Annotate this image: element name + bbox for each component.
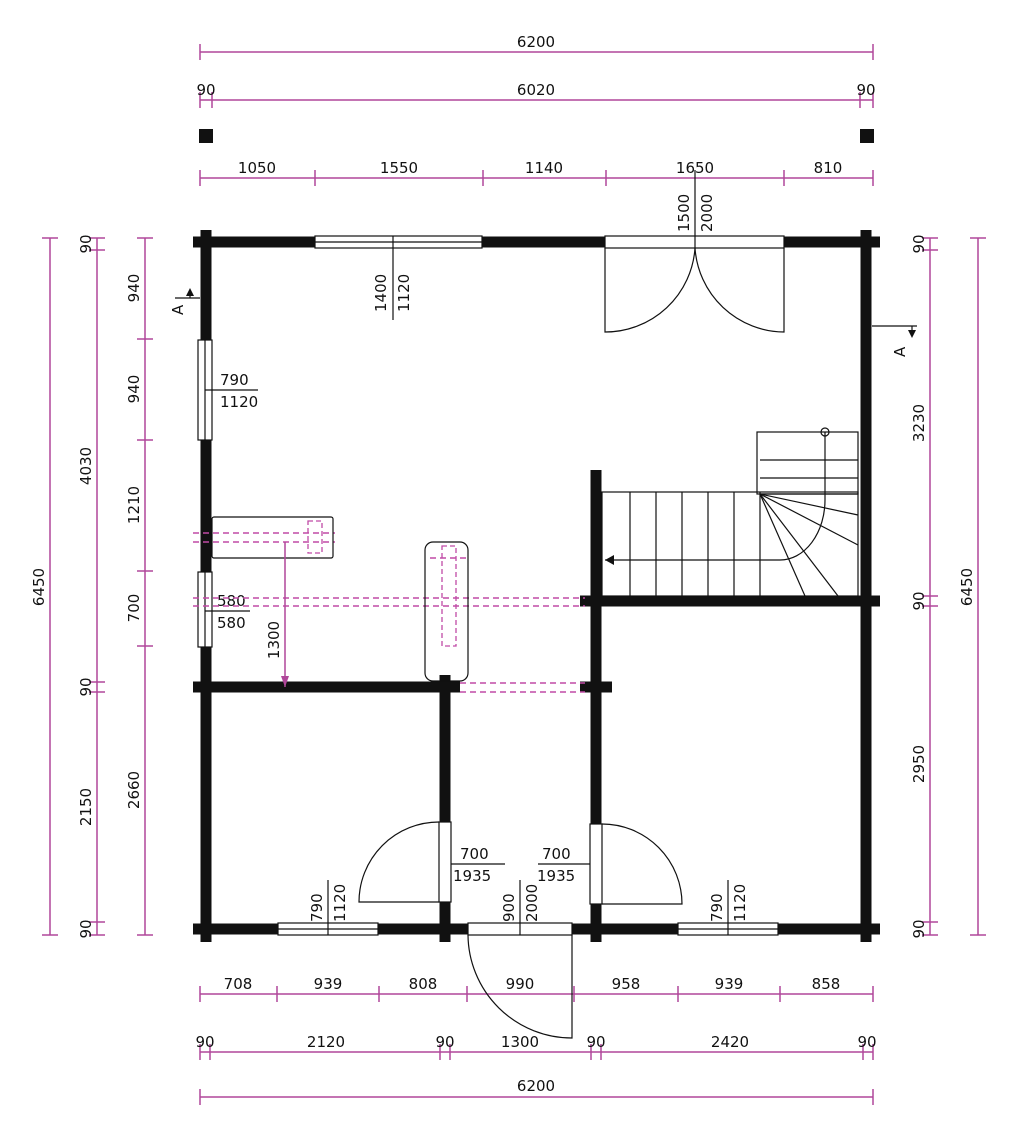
- dim-bottom-room: 2420: [711, 1033, 749, 1051]
- beam-post-center: [441, 545, 457, 647]
- top-dimensions: 6200 90 6020 90 1050 1550 1140 1650 810: [196, 33, 876, 186]
- stair-outline-lower: [601, 491, 859, 597]
- stair-outline-upper: [756, 431, 859, 495]
- door-bath-left: [438, 821, 452, 903]
- dim-top-overall: 6200: [517, 33, 555, 51]
- section-label-left: A: [169, 304, 187, 315]
- section-marks: A A: [169, 288, 917, 357]
- dim-right-mid: 2950: [910, 745, 928, 783]
- door-top-h: 2000: [698, 194, 716, 232]
- window-bottom-right-h: 1120: [731, 884, 749, 922]
- corner-post-left: [199, 129, 213, 143]
- window-top-w: 1400: [372, 274, 390, 312]
- upper-beams: 1300: [193, 516, 585, 693]
- dim-bottom-room: 2120: [307, 1033, 345, 1051]
- door-bath-left-h: 1935: [453, 867, 491, 885]
- stair-newel: [820, 427, 830, 437]
- window-left-2-w: 580: [217, 592, 246, 610]
- chimney-block: [424, 541, 469, 682]
- door-bath-right-swing: [601, 823, 683, 905]
- window-left-2-h: 580: [217, 614, 246, 632]
- dim-top-inner: 6020: [517, 81, 555, 99]
- window-bottom-left-w: 790: [308, 893, 326, 922]
- stair-handrail: [760, 432, 826, 561]
- window-top-h: 1120: [395, 274, 413, 312]
- bottom-dimensions: 708 939 808 990 958 939 858 90 2120 90 1…: [195, 975, 877, 1105]
- door-bath-right: [589, 823, 603, 905]
- dim-left-inner: 940: [125, 274, 143, 303]
- corner-post-right: [860, 129, 874, 143]
- openings: 1400 1120 1500 2000 790 1120 580 580 700…: [197, 170, 785, 1039]
- section-label-right: A: [891, 346, 909, 357]
- window-bottom-left-h: 1120: [331, 884, 349, 922]
- dim-top-seg: 1550: [380, 159, 418, 177]
- door-bath-right-h: 1935: [537, 867, 575, 885]
- dim-bottom-seg: 708: [224, 975, 253, 993]
- window-left-1-h: 1120: [220, 393, 258, 411]
- dim-bottom-room: 90: [857, 1033, 876, 1051]
- stair-arrow-icon: [605, 555, 614, 565]
- door-top-swing-right: [694, 247, 785, 333]
- window-bottom-right-w: 790: [708, 893, 726, 922]
- dim-left-mid: 4030: [77, 447, 95, 485]
- dim-top-seg: 1050: [238, 159, 276, 177]
- dim-bottom-seg: 808: [409, 975, 438, 993]
- dim-right-mid: 90: [910, 591, 928, 610]
- dim-top-seg: 810: [814, 159, 843, 177]
- dim-left-inner: 700: [125, 594, 143, 623]
- section-arrow-left-icon: [186, 288, 194, 296]
- dim-right-mid: 90: [910, 234, 928, 253]
- door-entry-swing: [467, 934, 573, 1039]
- dim-right-total: 6450: [958, 568, 976, 606]
- dim-left-mid: 90: [77, 234, 95, 253]
- dim-left-mid: 90: [77, 677, 95, 696]
- dim-top-wall-right: 90: [856, 81, 875, 99]
- dim-left-total: 6450: [30, 568, 48, 606]
- dim-left-mid: 2150: [77, 788, 95, 826]
- walls: [193, 230, 880, 942]
- door-bath-right-w: 700: [542, 845, 571, 863]
- dim-top-seg: 1650: [676, 159, 714, 177]
- dim-stair-run: 1300: [265, 621, 283, 659]
- dim-bottom-room: 90: [435, 1033, 454, 1051]
- dim-bottom-seg: 958: [612, 975, 641, 993]
- door-top-w: 1500: [675, 194, 693, 232]
- dim-bottom-seg: 939: [715, 975, 744, 993]
- dim-left-inner: 1210: [125, 486, 143, 524]
- dim-right-mid: 90: [910, 919, 928, 938]
- fireplace-shelf: [211, 516, 334, 559]
- staircase: [601, 427, 859, 597]
- dim-top-seg: 1140: [525, 159, 563, 177]
- dim-left-mid: 90: [77, 919, 95, 938]
- door-entry-w: 900: [500, 893, 518, 922]
- dim-bottom-room: 90: [195, 1033, 214, 1051]
- door-top-swing-left: [604, 247, 696, 333]
- dim-top-wall-left: 90: [196, 81, 215, 99]
- door-bath-left-w: 700: [460, 845, 489, 863]
- dim-bottom-seg: 990: [506, 975, 535, 993]
- dim-left-inner: 2660: [125, 771, 143, 809]
- dim-bottom-room: 90: [586, 1033, 605, 1051]
- dim-right-mid: 3230: [910, 404, 928, 442]
- dim-left-inner: 940: [125, 375, 143, 404]
- window-left-1-w: 790: [220, 371, 249, 389]
- section-arrow-right-icon: [908, 330, 916, 338]
- dim-bottom-room: 1300: [501, 1033, 539, 1051]
- door-bath-left-swing: [358, 821, 440, 903]
- door-entry-h: 2000: [523, 884, 541, 922]
- left-dimensions: 6450 90 4030 90 2150 90 940 940 1210 700…: [30, 234, 153, 939]
- dim-bottom-seg: 939: [314, 975, 343, 993]
- right-dimensions: 90 3230 90 2950 90 6450: [910, 234, 986, 939]
- dim-bottom-overall: 6200: [517, 1077, 555, 1095]
- dim-bottom-seg: 858: [812, 975, 841, 993]
- beam-post-left: [307, 520, 323, 554]
